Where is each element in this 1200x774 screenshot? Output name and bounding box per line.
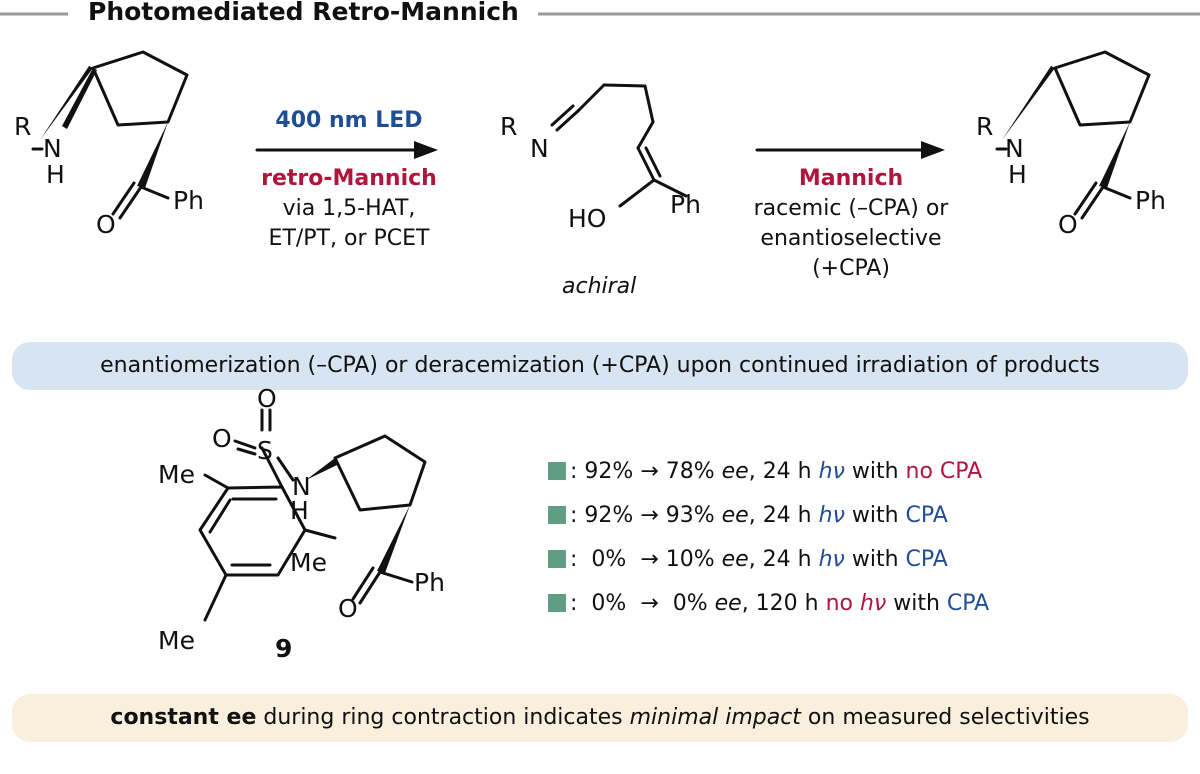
green-square-icon — [548, 594, 566, 612]
left-O-label: O — [96, 210, 116, 239]
left-Ph-label: Ph — [173, 186, 204, 215]
arrow1-line2: via 1,5-HAT, — [282, 196, 416, 221]
achiral-tag: achiral — [562, 274, 637, 299]
ee-row-1: : 92% → 78% ee, 24 h hν with no CPA — [548, 458, 982, 486]
right-wedge-CO — [1099, 122, 1130, 188]
arrow2-mannich: Mannich — [798, 166, 904, 191]
arrow1-wavelength: 400 nm LED — [275, 108, 423, 133]
left-reactant-bonds — [31, 50, 189, 220]
right-product-bonds — [995, 50, 1151, 220]
c9-O-upper: O — [257, 384, 277, 413]
compound9-bonds — [198, 408, 427, 622]
c9-Ph: Ph — [414, 568, 445, 597]
ee-row-4: : 0% → 0% ee, 120 h no hν with CPA — [548, 590, 989, 618]
c9-wedge-CO — [377, 505, 410, 573]
left-H-label: H — [46, 160, 65, 189]
right-N-label: N — [1005, 134, 1024, 163]
arrow2-line3: enantioselective — [760, 226, 942, 251]
c9-Me-bottom: Me — [158, 626, 195, 655]
middle-R-label: R — [500, 112, 518, 141]
right-R-label: R — [976, 112, 994, 141]
right-wedge-N — [1002, 66, 1055, 140]
right-H-label: H — [1008, 160, 1027, 189]
arrow2-line2: racemic (–CPA) or — [753, 196, 949, 221]
green-square-icon — [548, 462, 566, 480]
c9-H: H — [290, 496, 309, 525]
arrow1-head — [414, 141, 438, 159]
arrow2-line4: (+CPA) — [812, 256, 890, 281]
arrow1-line3: ET/PT, or PCET — [268, 226, 430, 251]
c9-N: N — [292, 472, 311, 501]
right-Ph-label: Ph — [1135, 186, 1166, 215]
ee-row-3: : 0% → 10% ee, 24 h hν with CPA — [548, 546, 948, 574]
green-square-icon — [548, 506, 566, 524]
left-N-label: N — [43, 134, 62, 163]
right-O-label: O — [1058, 210, 1078, 239]
c9-Me-top: Me — [158, 460, 195, 489]
left-wedge-CO — [137, 122, 168, 188]
middle-N-label: N — [530, 134, 549, 163]
left-wedge-N — [40, 66, 93, 140]
c9-wedge-NH — [306, 458, 337, 480]
left-wedge-NH — [62, 68, 97, 129]
enantiomerization-banner: enantiomerization (–CPA) or deracemizati… — [12, 342, 1188, 390]
middle-HO-label: HO — [568, 204, 607, 233]
constant-ee-banner: constant ee during ring contraction indi… — [12, 694, 1188, 742]
c9-O-left: O — [212, 424, 232, 453]
c9-O-ketone: O — [338, 594, 358, 623]
middle-intermediate-bonds — [550, 83, 688, 208]
c9-S: S — [257, 436, 273, 465]
arrow2-head — [921, 141, 945, 159]
arrow1-retro-mannich: retro-Mannich — [261, 166, 437, 191]
c9-Me-right: Me — [290, 548, 327, 577]
page-title: Photomediated Retro-Mannich — [80, 0, 527, 26]
middle-Ph-label: Ph — [670, 190, 701, 219]
ee-row-2: : 92% → 93% ee, 24 h hν with CPA — [548, 502, 948, 530]
green-square-icon — [548, 550, 566, 568]
compound-number: 9 — [275, 634, 293, 663]
left-R-label: R — [14, 112, 32, 141]
